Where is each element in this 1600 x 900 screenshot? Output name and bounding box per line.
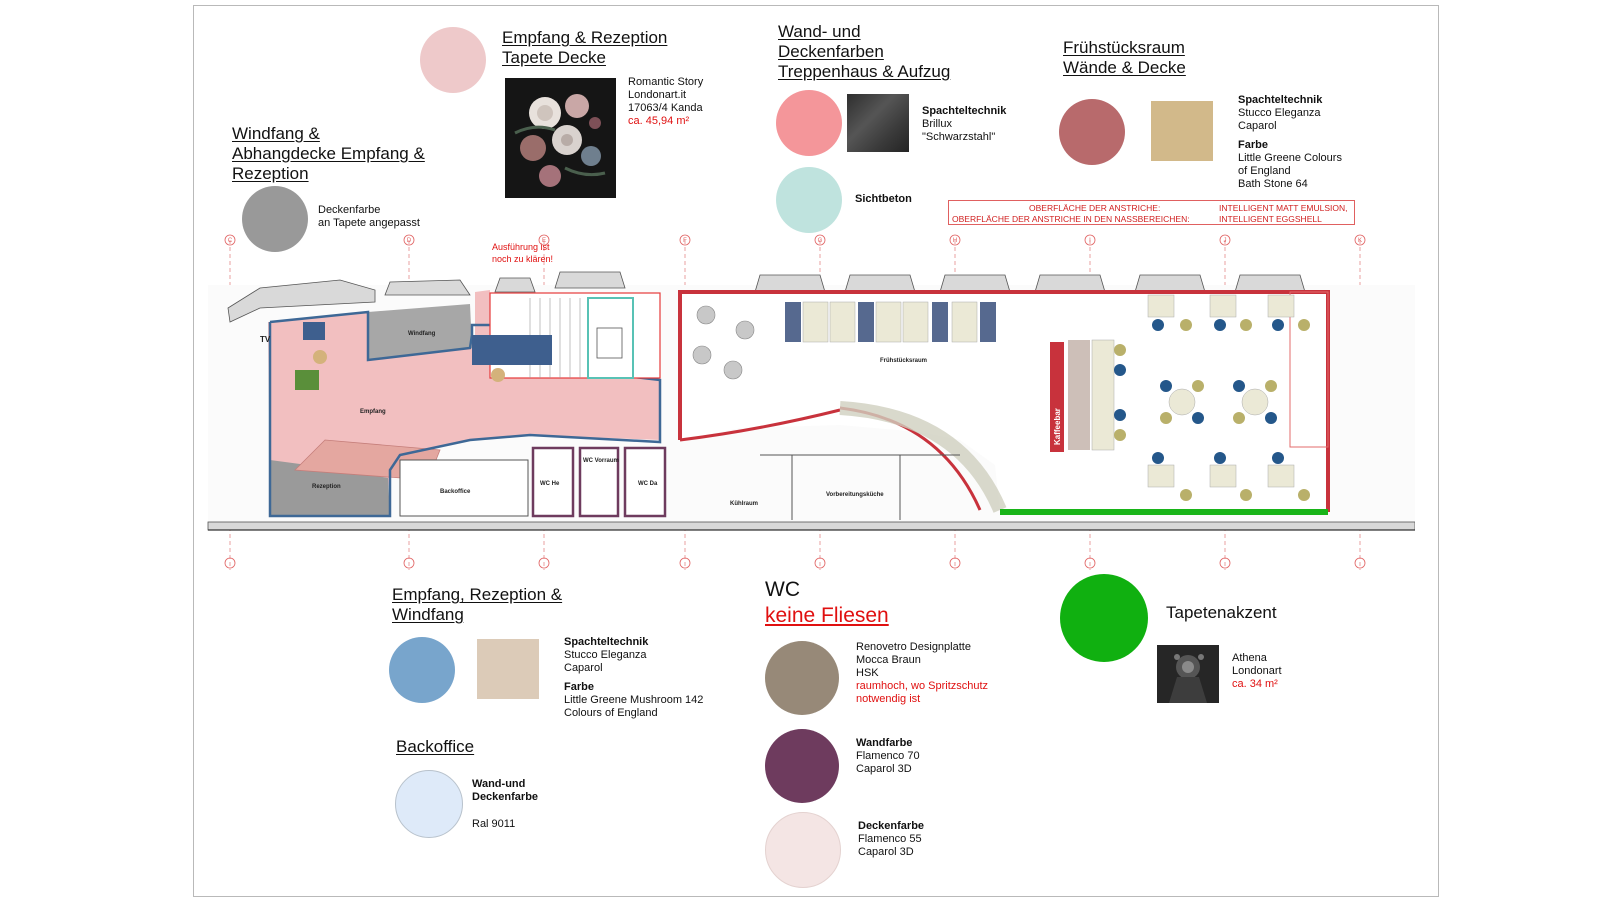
plan-label-rezeption: Rezeption: [312, 484, 341, 490]
notes-label-1: OBERFLÄCHE DER ANSTRICHE:: [1029, 203, 1161, 213]
black-steel-texture-thumbnail: [847, 94, 909, 152]
wc-item2-specs: Wandfarbe Flamenco 70 Caparol 3D: [856, 737, 920, 775]
backoffice-label: Wand-und Deckenfarbe: [472, 778, 539, 803]
floral-wallpaper-thumbnail: [505, 78, 616, 198]
windfang-title: Windfang & Abhangdecke Empfang & Rezepti…: [232, 124, 425, 183]
empfang-tapete-swatch: [420, 27, 486, 93]
axis-k-top: K: [1358, 238, 1362, 244]
axis-h-top: H: [953, 238, 957, 244]
wc-item3-specs: Deckenfarbe Flamenco 55 Caparol 3D: [858, 820, 925, 858]
empfang-tapete-title: Empfang & Rezeption Tapete Decke: [502, 28, 668, 67]
plan-annotation-line-2: noch zu klären!: [492, 254, 553, 264]
fruehstueck-title: Frühstücksraum Wände & Decke: [1063, 38, 1186, 77]
axis-f-top: F: [683, 238, 687, 244]
backoffice-title: Backoffice: [396, 737, 475, 756]
treppenhaus-spachtel: Spachteltechnik Brillux "Schwarzstahl": [922, 105, 1007, 143]
wc-subtitle: keine Fliesen: [765, 604, 889, 627]
plan-label-kaffeebar: Kaffeebar: [1053, 408, 1062, 445]
plan-label-wc-he: WC He: [540, 481, 560, 487]
plan-label-backoffice: Backoffice: [440, 489, 471, 495]
axis-c-top: C: [228, 238, 233, 244]
plan-label-empfang: Empfang: [360, 409, 386, 415]
tapetenakzent-swatch: [1060, 574, 1148, 662]
fruehstueck-stucco-swatch: [1151, 101, 1213, 161]
notes-value-1: INTELLIGENT MATT EMULSION,: [1219, 203, 1348, 213]
plan-label-windfang: Windfang: [408, 331, 436, 337]
wc-flamenco55-swatch: [765, 812, 841, 888]
axis-e-top: E: [542, 238, 546, 244]
mushroom-swatch: [477, 639, 539, 699]
plan-label-vorbereitungskueche: Vorbereitungsküche: [826, 492, 884, 498]
surface-notes-box: OBERFLÄCHE DER ANSTRICHE: INTELLIGENT MA…: [948, 200, 1355, 225]
plan-label-fruehstuecksraum: Frühstücksraum: [880, 358, 927, 364]
sichtbeton-label: Sichtbeton: [855, 193, 912, 205]
wc-zone: [531, 446, 667, 518]
windfang-specs: Deckenfarbe an Tapete angepasst: [318, 204, 420, 229]
plan-label-kuehlraum: Kühlraum: [730, 501, 758, 507]
kaffeebar-counter: [1050, 342, 1064, 452]
athena-wallpaper-thumbnail: [1157, 645, 1219, 703]
tapetenakzent-title: Tapetenakzent: [1166, 603, 1277, 622]
axis-i-top: I: [1089, 238, 1091, 244]
windfang-swatch: [242, 186, 308, 252]
floor-plan: Windfang Empfang Rezeption Backoffice WC…: [207, 234, 1415, 570]
treppenhaus-swatch: [776, 90, 842, 156]
sichtbeton-swatch: [776, 167, 842, 233]
empfang-tapete-specs: Romantic Story Londonart.it 17063/4 Kand…: [628, 76, 704, 127]
axis-d-top: D: [407, 238, 412, 244]
fruehstueck-swatch: [1059, 99, 1125, 165]
axis-g-top: G: [818, 238, 823, 244]
notes-label-2: OBERFLÄCHE DER ANSTRICHE IN DEN NASSBERE…: [952, 214, 1190, 224]
wc-title: WC: [765, 578, 800, 601]
windfang-zone: [368, 304, 472, 360]
tapetenakzent-specs: Athena Londonart ca. 34 m²: [1232, 652, 1282, 690]
empfang-windfang-title: Empfang, Rezeption & Windfang: [392, 585, 563, 624]
fruehstueck-specs: Spachteltechnik Stucco Eleganza Caparol …: [1238, 94, 1342, 190]
notes-value-2: INTELLIGENT EGGSHELL: [1219, 214, 1322, 224]
axis-j-top: J: [1224, 238, 1227, 244]
empfang-tapete-area: ca. 45,94 m²: [628, 115, 690, 127]
empfang-blue-outline: [268, 310, 662, 518]
empfang-windfang-specs: Spachteltechnik Stucco Eleganza Caparol …: [564, 636, 704, 719]
backoffice-swatch: [395, 770, 463, 838]
wc-flamenco70-swatch: [765, 729, 839, 803]
wc-item1-specs: Renovetro Designplatte Mocca Braun HSK r…: [856, 641, 989, 705]
plan-label-tv: TV: [260, 335, 271, 344]
tapetenakzent-area: ca. 34 m²: [1232, 678, 1278, 690]
empfang-spachtel-swatch: [389, 637, 455, 703]
treppenhaus-title: Wand- und Deckenfarben Treppenhaus & Auf…: [778, 22, 951, 81]
plan-annotation-line-1: Ausführung ist: [492, 242, 550, 252]
plan-label-wc-vorraum: WC Vorraum: [583, 458, 619, 464]
wc-mocca-swatch: [765, 641, 839, 715]
plan-label-wc-da: WC Da: [638, 481, 658, 487]
backoffice-value: Ral 9011: [472, 818, 516, 830]
